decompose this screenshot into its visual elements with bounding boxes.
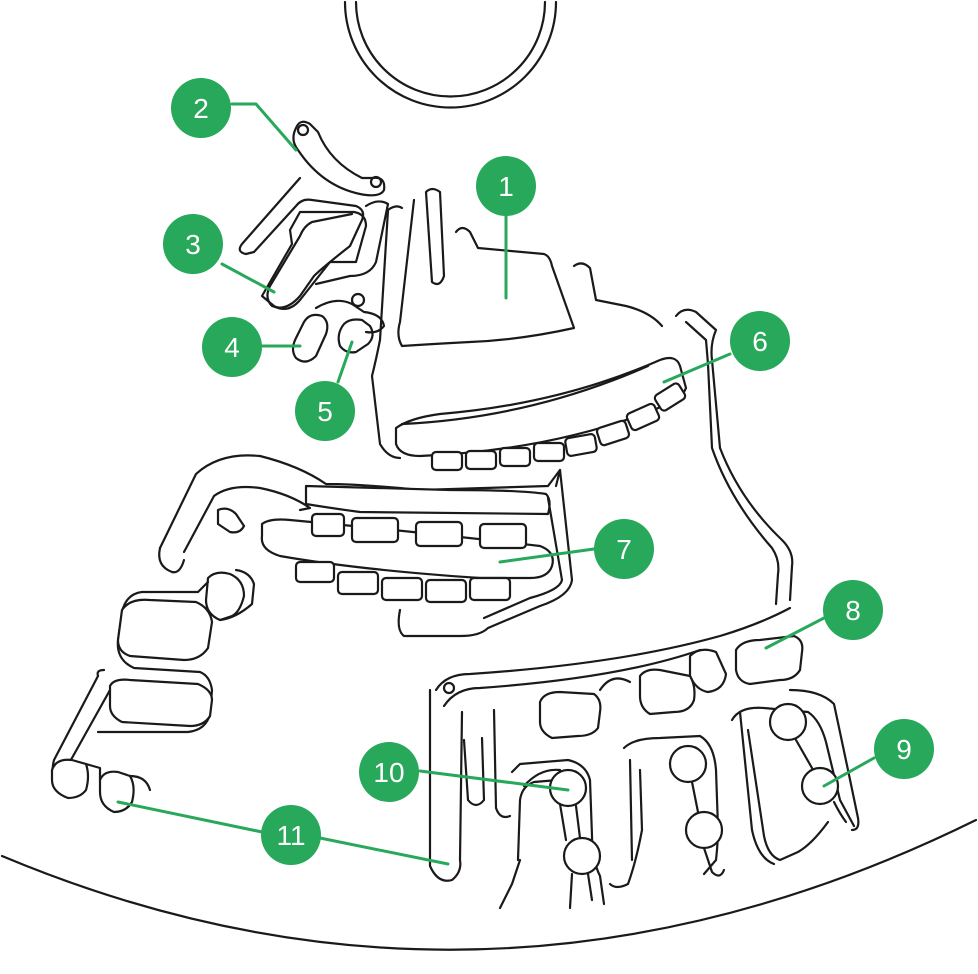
callout-11-badge: 11 — [261, 805, 321, 865]
callout-badges: 1 2 3 4 5 6 7 8 — [163, 78, 934, 865]
center-hub — [343, 0, 558, 109]
callout-8-label: 8 — [845, 595, 861, 626]
chamber-1 — [370, 187, 664, 460]
chamber-8 — [434, 606, 804, 740]
leader-11b — [318, 836, 450, 866]
leader-7 — [498, 547, 596, 564]
callout-8-badge: 8 — [823, 580, 883, 640]
chamber-4 — [291, 313, 329, 363]
callout-4-label: 4 — [224, 332, 240, 363]
callout-3-badge: 3 — [163, 214, 223, 274]
callout-4-badge: 4 — [202, 317, 262, 377]
leader-3 — [220, 262, 276, 294]
callout-1-label: 1 — [498, 171, 514, 202]
chamber-3 — [238, 176, 390, 311]
chamber-11 — [50, 568, 256, 814]
callout-6-label: 6 — [752, 326, 768, 357]
chamber-7 — [158, 454, 574, 638]
leader-11a — [116, 800, 264, 834]
callout-10-label: 10 — [373, 757, 404, 788]
chamber-7-lower-cells — [294, 560, 512, 604]
callout-2-badge: 2 — [171, 78, 231, 138]
callout-5-label: 5 — [317, 396, 333, 427]
leader-10 — [418, 769, 570, 792]
callout-7-label: 7 — [616, 534, 632, 565]
callout-9-badge: 9 — [874, 719, 934, 779]
leader-lines — [116, 102, 876, 866]
leader-6 — [662, 352, 732, 384]
callout-7-badge: 7 — [594, 519, 654, 579]
chamber-2 — [292, 120, 386, 197]
callout-1-badge: 1 — [476, 156, 536, 216]
chamber-7-upper-cells — [310, 512, 528, 550]
callout-11-label: 11 — [276, 820, 305, 851]
chamber-middle-balls — [608, 734, 726, 889]
chamber-5 — [314, 292, 386, 354]
leader-9 — [822, 756, 876, 788]
leader-2 — [230, 102, 298, 152]
chamber-6-cells — [430, 382, 687, 472]
disc-outer-edge — [0, 818, 978, 951]
serpentine-channel — [674, 308, 794, 606]
callout-2-label: 2 — [193, 93, 209, 124]
chamber-6 — [394, 356, 688, 472]
callout-6-badge: 6 — [730, 311, 790, 371]
leader-5 — [336, 340, 354, 384]
leader-8 — [764, 616, 826, 650]
callout-10-badge: 10 — [359, 742, 419, 802]
chamber-9 — [730, 688, 860, 866]
callout-5-badge: 5 — [295, 381, 355, 441]
callout-9-label: 9 — [896, 734, 912, 765]
callout-3-label: 3 — [185, 229, 201, 260]
